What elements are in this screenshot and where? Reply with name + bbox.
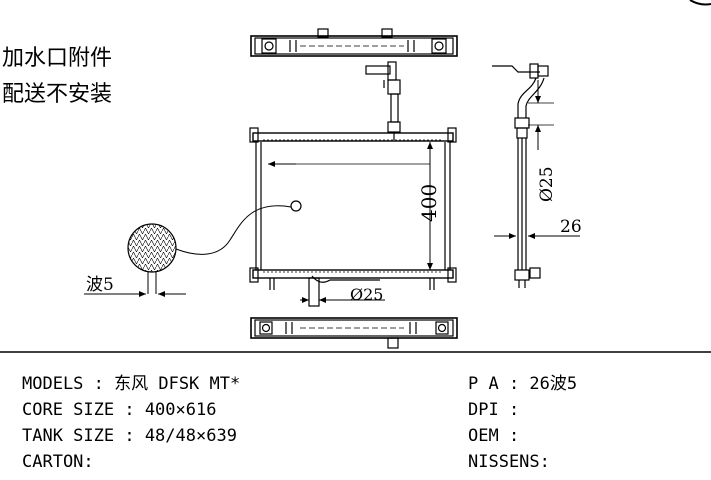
bottom-tank-view	[250, 317, 458, 349]
top-tank-view	[250, 28, 458, 57]
spec-nissens: NISSENS:	[468, 452, 550, 472]
side-neck-diameter-label: Ø25	[537, 166, 557, 202]
corner-mark	[689, 0, 711, 6]
height-dimension-label: 400	[417, 184, 441, 222]
filler-neck-assembly	[365, 61, 401, 140]
spec-tank-size: TANK SIZE : 48/48×639	[22, 426, 237, 446]
dimension-lines	[268, 80, 580, 303]
fin-detail	[84, 223, 186, 297]
spec-core-size: CORE SIZE : 400×616	[22, 400, 217, 420]
filler-note-line1: 加水口附件	[2, 46, 113, 71]
spec-models: MODELS : 东风 DFSK MT*	[22, 374, 241, 394]
fin-wave-label: 波5	[86, 275, 114, 295]
spec-carton: CARTON:	[22, 452, 94, 472]
filler-note-line2: 配送不安装	[2, 82, 113, 107]
radiator-side-view	[492, 63, 554, 288]
bottom-neck-diameter-label: Ø25	[350, 285, 383, 304]
spec-pa: P A : 26波5	[468, 374, 578, 394]
spec-dpi: DPI :	[468, 400, 520, 420]
spec-oem: OEM :	[468, 426, 520, 446]
radiator-front-view	[175, 127, 457, 307]
depth-dimension-label: 26	[560, 217, 582, 237]
